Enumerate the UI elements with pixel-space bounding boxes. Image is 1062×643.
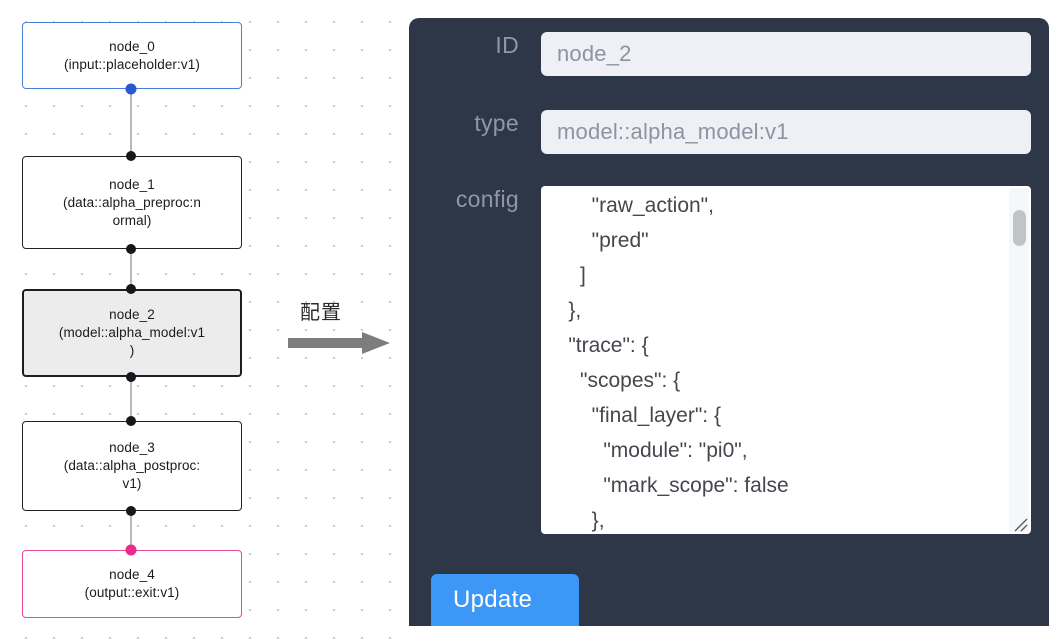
graph-node-node_4[interactable]: node_4 (output::exit:v1) <box>22 550 242 618</box>
arrow-right-icon <box>288 332 390 354</box>
graph-node-label: node_3 (data::alpha_postproc: v1) <box>63 440 201 491</box>
node-port-target-node_3[interactable] <box>126 416 136 426</box>
config-scrollbar[interactable] <box>1009 188 1029 532</box>
node-port-target-node_4[interactable] <box>125 544 137 556</box>
graph-node-label: node_1 (data::alpha_preproc:n ormal) <box>62 176 202 228</box>
edge-node0-node1 <box>130 89 132 156</box>
config-textarea[interactable]: "raw_action", "pred" ] }, "trace": { "sc… <box>541 186 1031 534</box>
edge-node1-node2 <box>130 249 132 289</box>
graph-node-node_2[interactable]: node_2 (model::alpha_model:v1 ) <box>22 289 242 377</box>
type-field-label: type <box>474 110 519 136</box>
node-port-target-node_1[interactable] <box>126 151 136 161</box>
node-port-source-node_2[interactable] <box>126 372 136 382</box>
graph-node-node_3[interactable]: node_3 (data::alpha_postproc: v1) <box>22 421 242 511</box>
inspector-panel: ID type config "raw_action", "pred" ] },… <box>409 18 1049 626</box>
field-row-type: type <box>429 110 1031 154</box>
field-row-config: config "raw_action", "pred" ] }, "trace"… <box>429 186 1031 534</box>
id-input[interactable] <box>541 32 1031 76</box>
node-port-target-node_2[interactable] <box>126 284 136 294</box>
graph-canvas[interactable]: node_0 (input::placeholder:v1) node_1 (d… <box>0 0 409 643</box>
transition-caption: 配置 <box>300 300 342 324</box>
graph-node-label: node_2 (model::alpha_model:v1 ) <box>58 307 206 358</box>
config-scrollbar-thumb[interactable] <box>1013 210 1026 246</box>
edge-node3-node4 <box>130 511 132 550</box>
config-field-label: config <box>455 186 519 212</box>
update-button[interactable]: Update <box>431 574 579 626</box>
field-row-id: ID <box>429 32 1031 76</box>
type-input[interactable] <box>541 110 1031 154</box>
node-port-source-node_3[interactable] <box>126 506 136 516</box>
node-port-source-node_0[interactable] <box>125 83 137 95</box>
id-field-label: ID <box>495 32 519 58</box>
graph-node-label: node_0 (input::placeholder:v1) <box>64 38 200 72</box>
node-port-source-node_1[interactable] <box>126 244 136 254</box>
transition-group: 配置 <box>288 296 398 366</box>
graph-node-node_1[interactable]: node_1 (data::alpha_preproc:n ormal) <box>22 156 242 249</box>
resize-grip-icon[interactable] <box>1010 514 1028 532</box>
config-textarea-wrap: "raw_action", "pred" ] }, "trace": { "sc… <box>541 186 1031 534</box>
graph-node-node_0[interactable]: node_0 (input::placeholder:v1) <box>22 22 242 89</box>
edge-node2-node3 <box>130 377 132 421</box>
graph-node-label: node_4 (output::exit:v1) <box>84 567 180 600</box>
